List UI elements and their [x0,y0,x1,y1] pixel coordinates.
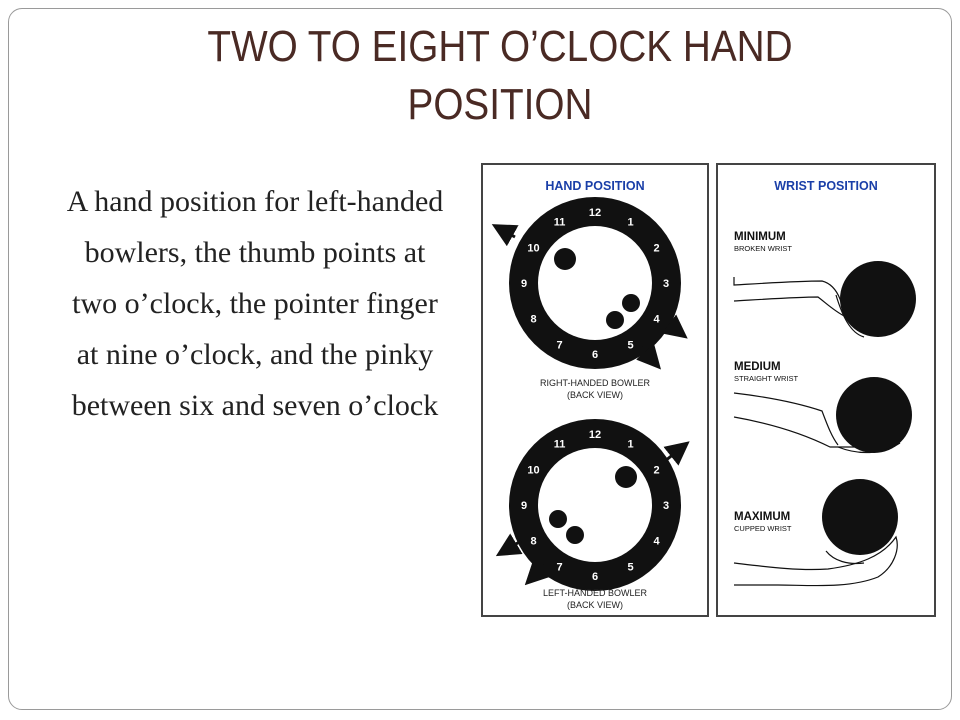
finger-hole-ring [566,526,584,544]
wrist-level-minimum: MINIMUM BROKEN WRIST [734,231,792,253]
arrow-icon [495,533,523,557]
clock-number: 8 [530,536,536,548]
wrist-position-panel: WRIST POSITION MINIMUM BROKEN WRIST MEDI… [716,163,936,617]
clock-number: 4 [653,536,660,548]
clock-number: 1 [627,217,633,229]
right-handed-caption-line-1: RIGHT-HANDED BOWLER [539,378,650,388]
clock-number: 10 [527,243,539,255]
clock-number: 6 [592,571,598,583]
slide-body-text: A hand position for left-handed bowlers,… [66,185,444,422]
wrist-maximum-drawing [733,479,898,587]
clock-number: 11 [554,217,566,229]
wrist-medium-drawing [733,377,912,454]
wrist-level-desc: BROKEN WRIST [734,244,792,253]
bowling-ball-icon [822,479,898,555]
wrist-level-medium: MEDIUM STRAIGHT WRIST [734,361,798,383]
clock-number: 7 [556,340,562,352]
bowling-ball-icon [836,377,912,453]
clock-number: 12 [589,207,601,219]
left-handed-caption: LEFT-HANDED BOWLER (BACK VIEW) [483,587,707,611]
clock-number: 6 [592,349,598,361]
clock-number: 5 [627,340,633,352]
clock-number: 3 [663,278,669,290]
clock-face [538,226,652,340]
arrow-icon [661,314,688,339]
clock-number: 4 [653,314,660,326]
clock-number: 9 [521,500,527,512]
clock-number: 11 [554,439,566,451]
finger-hole-middle [622,294,640,312]
hand-position-heading: HAND POSITION [545,179,645,193]
finger-hole-thumb [554,248,576,270]
title-line-1: TWO TO EIGHT O’CLOCK HAND [207,22,793,71]
clock-number: 10 [527,465,539,477]
right-handed-caption-line-2: (BACK VIEW) [566,390,623,400]
arrow-icon [491,224,519,247]
finger-hole-middle [549,510,567,528]
clock-number: 12 [589,429,601,441]
right-handed-caption: RIGHT-HANDED BOWLER (BACK VIEW) [483,377,707,401]
clock-number: 1 [627,439,633,451]
clock-number: 7 [556,562,562,574]
finger-hole-thumb [615,466,637,488]
arrow-icon [636,343,661,370]
bowling-ball-icon [840,261,916,337]
slide-title: TWO TO EIGHT O’CLOCK HAND POSITION [166,18,835,134]
arrow-icon [524,559,551,586]
clock-number: 5 [627,562,633,574]
clock-number: 8 [530,314,536,326]
wrist-level-name: MINIMUM [734,231,786,243]
wrist-level-desc: CUPPED WRIST [734,524,792,533]
arrow-icon [663,441,690,466]
clock-number: 3 [663,500,669,512]
left-handed-caption-line-2: (BACK VIEW) [566,600,623,610]
wrist-position-heading: WRIST POSITION [774,179,878,193]
wrist-level-maximum: MAXIMUM CUPPED WRIST [734,511,792,533]
wrist-level-name: MEDIUM [734,361,781,373]
wrist-illustration [733,261,916,587]
left-handed-caption-line-1: LEFT-HANDED BOWLER [542,588,647,598]
wrist-level-desc: STRAIGHT WRIST [734,374,799,383]
clock-number: 2 [653,243,659,255]
title-line-2: POSITION [407,80,593,129]
wrist-minimum-drawing [733,261,916,338]
clock-number: 2 [653,465,659,477]
clock-number: 9 [521,278,527,290]
finger-hole-ring [606,311,624,329]
wrist-level-name: MAXIMUM [734,511,791,523]
clock-face [538,448,652,562]
